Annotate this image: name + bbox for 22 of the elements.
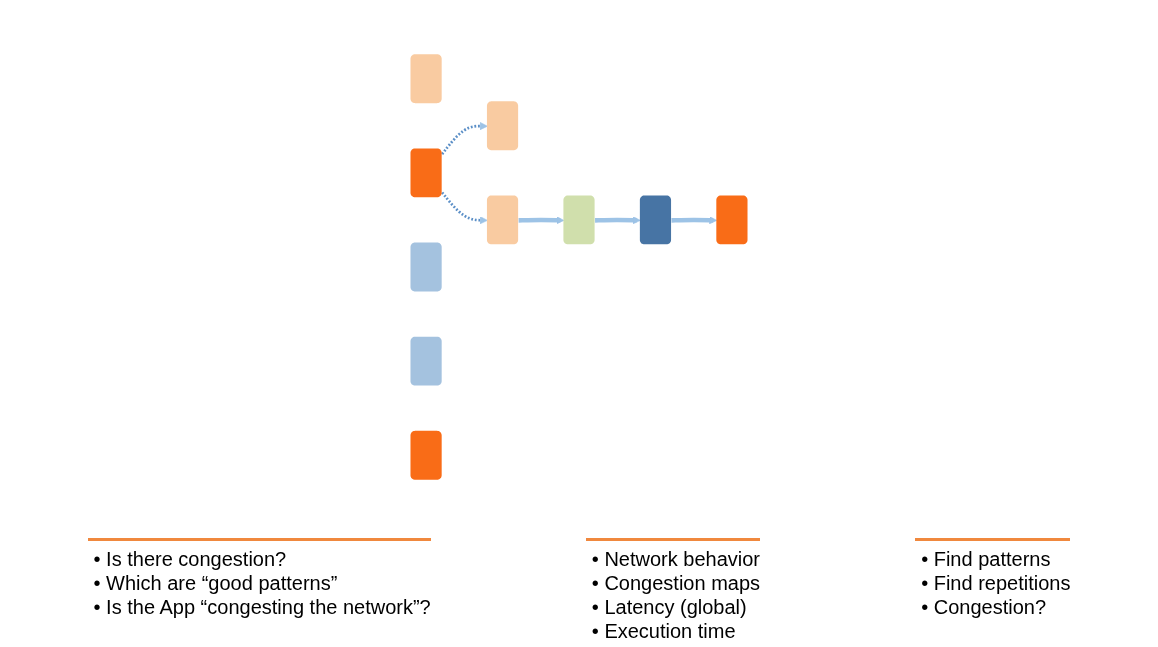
node-box xyxy=(410,430,442,480)
node-box xyxy=(486,101,519,151)
bullet-list: • Network behavior • Congestion maps • Latency (global) • Execution time xyxy=(585,538,761,643)
bullet-list: • Is there congestion? • Which are “good patterns” • Is the App “congesting the network”? xyxy=(87,538,431,643)
node-label: • Congestion maps xyxy=(591,572,761,594)
node-box xyxy=(486,195,519,245)
arrow xyxy=(671,216,718,225)
node-box xyxy=(563,195,595,245)
node-box xyxy=(410,148,442,198)
node-box xyxy=(410,242,442,292)
bullet-list: • Find patterns • Find repetitions • Congestion? xyxy=(915,538,1071,643)
arrow xyxy=(518,216,565,225)
node-box xyxy=(716,195,748,245)
node-label: • Network behavior xyxy=(591,548,761,570)
node-label: • Latency (global) xyxy=(591,596,747,618)
arrow xyxy=(595,216,641,225)
node-box xyxy=(410,54,442,104)
arrow xyxy=(441,191,488,225)
node-label: • Execution time xyxy=(591,620,736,642)
node-box xyxy=(410,336,442,386)
arrow xyxy=(441,122,488,155)
node-box xyxy=(639,195,672,245)
